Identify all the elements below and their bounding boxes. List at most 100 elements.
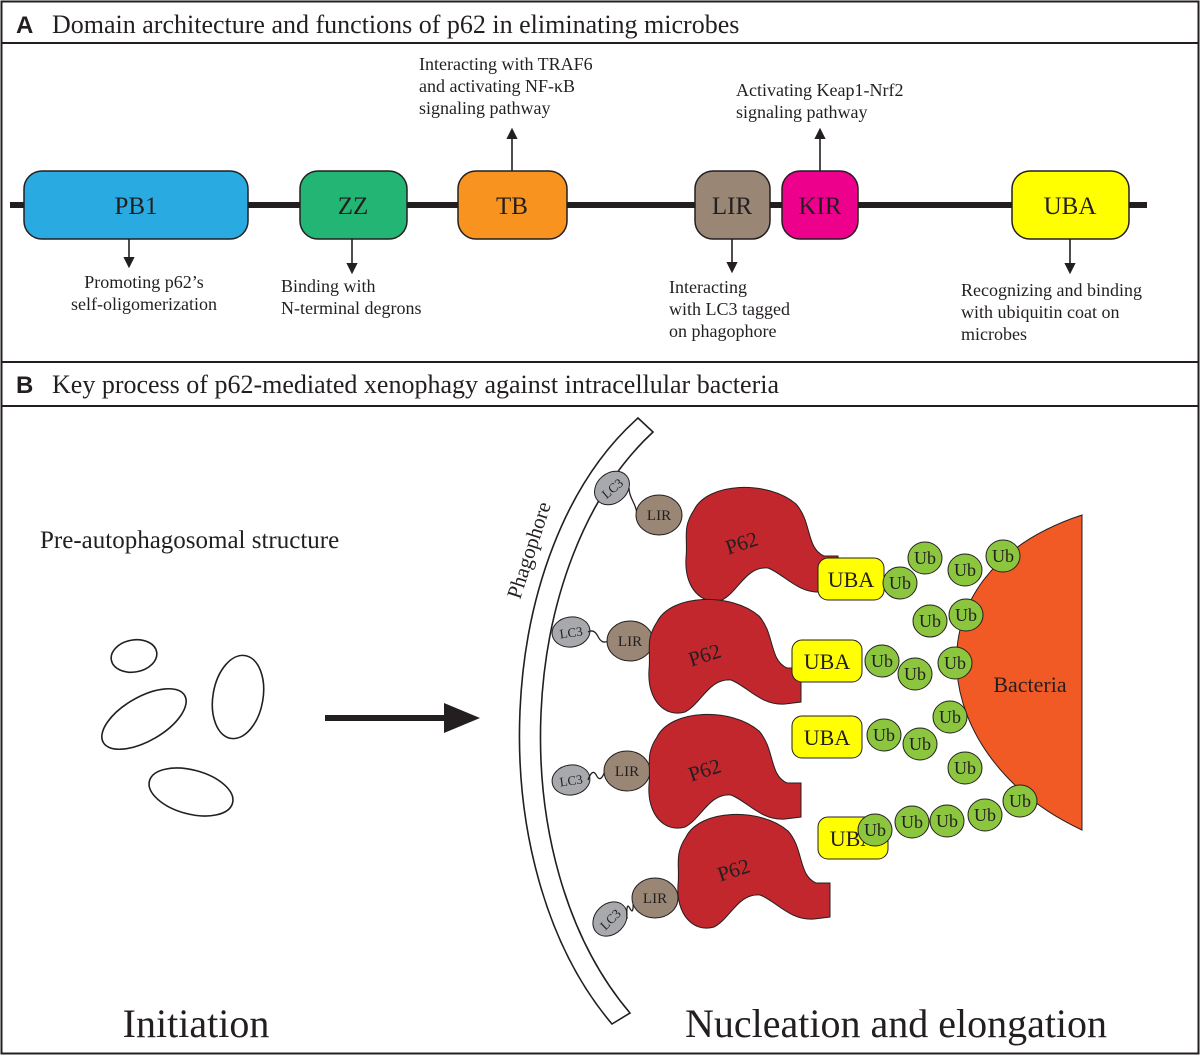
domain-tb-label: TB: [496, 193, 528, 220]
ubiquitin-label: Ub: [1009, 791, 1031, 811]
lir: LIR: [603, 750, 651, 792]
ubiquitin-label: Ub: [919, 611, 941, 631]
ubiquitin-label: Ub: [864, 820, 886, 840]
ubiquitin: Ub: [947, 751, 983, 785]
linker: [587, 630, 609, 643]
uba: UBA: [817, 557, 885, 601]
domain-kir: KIR: [781, 170, 859, 240]
domain-pb1: PB1: [23, 170, 249, 240]
process-arrowhead: [444, 703, 480, 733]
lc3: LC3: [551, 616, 591, 648]
domain-zz-label: ZZ: [338, 193, 369, 220]
ubiquitin-label: Ub: [954, 560, 976, 580]
ubiquitin: Ub: [902, 727, 938, 761]
ubiquitin: Ub: [932, 700, 968, 734]
panel-a-letter: A: [16, 12, 33, 39]
ubiquitin: Ub: [967, 798, 1003, 832]
ubiquitin: Ub: [897, 657, 933, 691]
lir: LIR: [606, 620, 654, 662]
lir-label: LIR: [615, 764, 639, 780]
uba: UBA: [791, 715, 863, 759]
p62-body: P62: [677, 814, 831, 929]
linker: [626, 897, 634, 920]
ubiquitin: Ub: [866, 718, 902, 752]
domain-lir: LIR: [694, 170, 771, 240]
uba-label: UBA: [804, 725, 851, 750]
ubiquitin-label: Ub: [955, 605, 977, 625]
lir: LIR: [635, 494, 683, 536]
ubiquitin-label: Ub: [914, 548, 936, 568]
lc3-label: LC3: [559, 623, 584, 641]
domain-kir-label: KIR: [798, 193, 841, 220]
domain-tb: TB: [457, 170, 568, 240]
lir: LIR: [631, 877, 679, 919]
ubiquitin-label: Ub: [904, 664, 926, 684]
ubiquitin-label: Ub: [873, 725, 895, 745]
lir-label: LIR: [643, 891, 667, 907]
lir-label: LIR: [647, 508, 671, 524]
phagophore-membrane: [518, 416, 655, 1026]
ubiquitin-label: Ub: [936, 811, 958, 831]
vesicles: [101, 638, 265, 817]
ubiquitin-label: Ub: [901, 812, 923, 832]
ubiquitin: Ub: [985, 539, 1021, 573]
panel-a-title: Domain architecture and functions of p62…: [52, 10, 739, 39]
ubiquitin: Ub: [894, 805, 930, 839]
ubiquitin-label: Ub: [871, 651, 893, 671]
domain-lir-label: LIR: [712, 193, 753, 220]
ubiquitin: Ub: [912, 604, 948, 638]
panel-b-title: Key process of p62-mediated xenophagy ag…: [52, 370, 779, 399]
vesicle: [148, 767, 234, 817]
uba: UBA: [791, 639, 863, 683]
stage-nucleation-label: Nucleation and elongation: [685, 1001, 1107, 1046]
p62-body: P62: [685, 487, 839, 602]
lc3: LC3: [551, 764, 591, 796]
lc3-label: LC3: [559, 771, 584, 789]
uba-label: UBA: [828, 567, 875, 592]
p62-body: P62: [648, 599, 802, 714]
ubiquitin-label: Ub: [939, 707, 961, 727]
ubiquitin: Ub: [929, 804, 965, 838]
ubiquitin-label: Ub: [974, 805, 996, 825]
ubiquitin-label: Ub: [944, 653, 966, 673]
vesicle: [101, 687, 187, 751]
domain-uba-label: UBA: [1044, 193, 1097, 220]
lc3: LC3: [594, 470, 630, 506]
ubiquitin: Ub: [948, 598, 984, 632]
ubiquitin: Ub: [857, 813, 893, 847]
domain-uba: UBA: [1011, 170, 1130, 240]
ubiquitin: Ub: [907, 541, 943, 575]
domain-pb1-label: PB1: [114, 193, 157, 220]
ubiquitin: Ub: [947, 553, 983, 587]
p62-body: P62: [648, 714, 802, 829]
ubiquitin-label: Ub: [992, 546, 1014, 566]
domain-zz: ZZ: [299, 170, 408, 240]
ubiquitin-label: Ub: [909, 734, 931, 754]
ubiquitin: Ub: [1002, 784, 1038, 818]
ubiquitin: Ub: [937, 646, 973, 680]
vesicle: [110, 638, 158, 674]
uba-label: UBA: [804, 649, 851, 674]
stage-initiation-label: Initiation: [123, 1001, 270, 1046]
ubiquitin-label: Ub: [954, 758, 976, 778]
ubiquitin: Ub: [864, 644, 900, 678]
pre-autophagosomal-label: Pre-autophagosomal structure: [40, 527, 339, 554]
vesicle: [211, 654, 265, 740]
linker: [587, 770, 606, 781]
panel-b-letter: B: [16, 372, 33, 399]
linker: [628, 487, 638, 516]
